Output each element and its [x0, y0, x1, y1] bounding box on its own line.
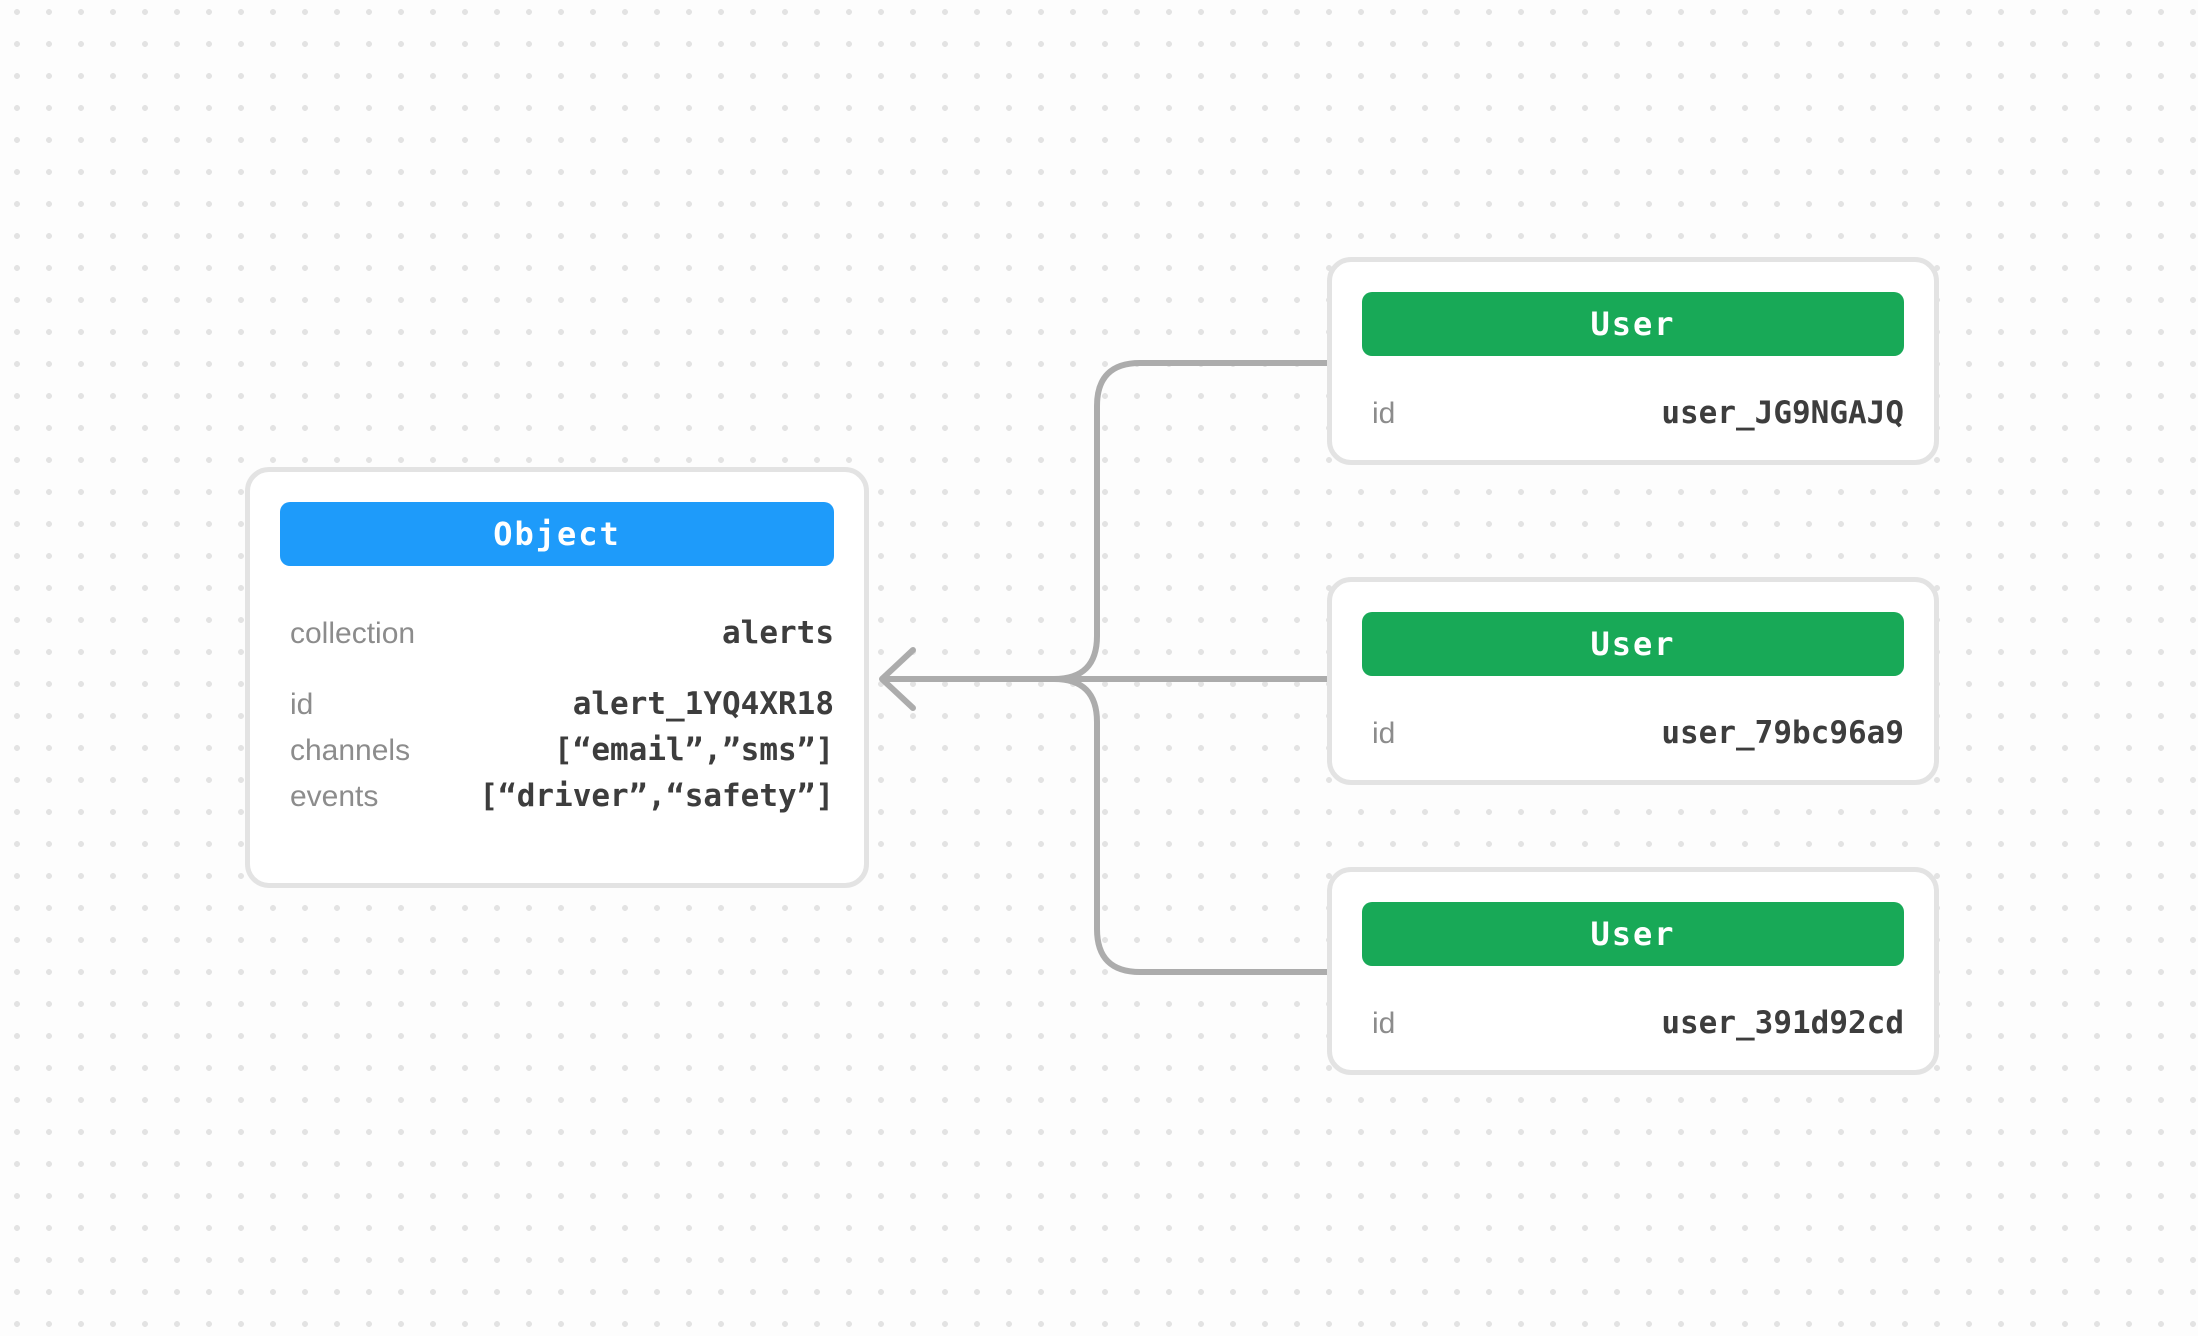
- field-value: [“driver”,“safety”]: [479, 778, 834, 814]
- user-node-header[interactable]: User: [1362, 292, 1904, 356]
- user-node-title: User: [1590, 915, 1676, 953]
- field-label: id: [290, 688, 314, 721]
- field-value: alerts: [722, 615, 834, 651]
- field-row-id: id user_JG9NGAJQ: [1362, 396, 1904, 431]
- user-node-title: User: [1590, 625, 1676, 663]
- field-row-channels: channels [“email”,”sms”]: [280, 733, 834, 768]
- user-node-header[interactable]: User: [1362, 612, 1904, 676]
- arrowhead-icon: [879, 647, 916, 711]
- field-value: user_JG9NGAJQ: [1661, 395, 1904, 431]
- field-row-events: events [“driver”,“safety”]: [280, 779, 834, 814]
- field-row-collection: collection alerts: [280, 616, 834, 651]
- field-row-id: id user_391d92cd: [1362, 1006, 1904, 1041]
- user-node-title: User: [1590, 305, 1676, 343]
- edge-user3-to-object[interactable]: [880, 676, 1336, 975]
- field-row-id: id user_79bc96a9: [1362, 716, 1904, 751]
- user-node-3[interactable]: User id user_391d92cd: [1327, 867, 1939, 1075]
- field-label: collection: [290, 617, 416, 650]
- object-node-title: Object: [493, 515, 621, 553]
- field-value: [“email”,”sms”]: [554, 732, 834, 768]
- edge-user1-to-object[interactable]: [880, 360, 1336, 682]
- field-label: channels: [290, 734, 411, 767]
- field-row-id: id alert_1YQ4XR18: [280, 687, 834, 722]
- user-node-1[interactable]: User id user_JG9NGAJQ: [1327, 257, 1939, 465]
- field-label: id: [1372, 717, 1396, 750]
- field-value: user_79bc96a9: [1661, 715, 1904, 751]
- field-value: alert_1YQ4XR18: [572, 686, 834, 722]
- field-label: id: [1372, 397, 1396, 430]
- field-label: events: [290, 780, 379, 813]
- user-node-header[interactable]: User: [1362, 902, 1904, 966]
- user-node-2[interactable]: User id user_79bc96a9: [1327, 577, 1939, 785]
- field-value: user_391d92cd: [1661, 1005, 1904, 1041]
- field-label: id: [1372, 1007, 1396, 1040]
- object-node-header[interactable]: Object: [280, 502, 834, 566]
- object-node[interactable]: Object collection alerts id alert_1YQ4XR…: [245, 467, 869, 888]
